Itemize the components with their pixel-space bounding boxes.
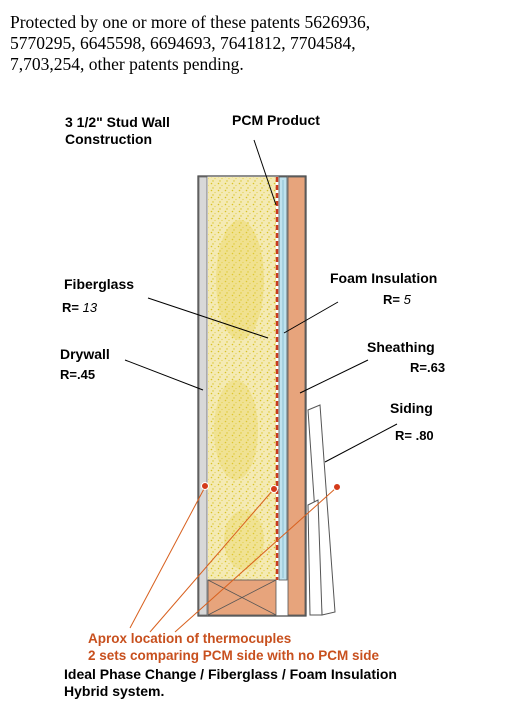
r-value-foam-val: 5 [403, 292, 411, 307]
patent-line-2: 5770295, 6645598, 6694693, 7641812, 7704… [10, 33, 356, 53]
patent-line-3: 7,703,254, other patents pending. [10, 54, 244, 74]
label-drywall: Drywall [60, 346, 110, 362]
r-value-siding-text: R= .80 [395, 428, 434, 443]
r-value-fiberglass-key: R= [62, 300, 79, 315]
thermocouple-point [270, 485, 278, 493]
r-value-drywall-text: R=.45 [60, 367, 96, 382]
label-stud-wall: 3 1/2" Stud Wall Construction [65, 114, 170, 148]
siding-board [307, 499, 323, 616]
r-value-sheathing-text: R=.63 [410, 360, 446, 375]
drywall-layer [198, 176, 208, 616]
label-stud-wall-line1: 3 1/2" Stud Wall [65, 114, 170, 130]
fiberglass-highlight [224, 510, 264, 570]
r-value-fiberglass: R= 13 [62, 300, 97, 315]
thermocouple-point [333, 483, 341, 491]
leader-foam [283, 301, 339, 334]
label-stud-wall-line2: Construction [65, 131, 153, 147]
fiberglass-highlight [216, 220, 264, 340]
r-value-foam-key: R= [383, 292, 400, 307]
label-sheathing: Sheathing [367, 339, 435, 355]
r-value-sheathing: R=.63 [410, 360, 445, 375]
leader-sheathing [299, 359, 369, 394]
r-value-drywall: R=.45 [60, 367, 95, 382]
thermocouple-leader [129, 486, 206, 629]
fiberglass-highlight [214, 380, 258, 480]
leader-fiberglass [147, 297, 269, 339]
bottom-plate-cross [207, 579, 277, 616]
leader-pcm [253, 139, 277, 206]
label-foam-insulation: Foam Insulation [330, 270, 438, 286]
leader-drywall [124, 359, 204, 391]
leader-siding [324, 423, 398, 463]
patent-line-1: Protected by one or more of these patent… [10, 12, 371, 32]
r-value-siding: R= .80 [395, 428, 434, 443]
caption-line2: Hybrid system. [64, 683, 165, 699]
thermocouple-leader [149, 489, 274, 633]
wall-frame [197, 175, 307, 617]
diagram-caption: Ideal Phase Change / Fiberglass / Foam I… [64, 666, 397, 700]
fiberglass-speckle [208, 177, 276, 580]
sheathing-layer [287, 176, 306, 616]
label-fiberglass: Fiberglass [64, 276, 135, 292]
r-value-foam: R= 5 [383, 292, 411, 307]
thermocouple-note: Aprox location of thermocuples 2 sets co… [88, 630, 379, 664]
thermocouple-note-line1: Aprox location of thermocuples [88, 631, 292, 646]
caption-line1: Ideal Phase Change / Fiberglass / Foam I… [64, 666, 397, 682]
label-siding: Siding [390, 400, 433, 416]
label-pcm-product: PCM Product [232, 112, 320, 128]
thermocouple-note-line2: 2 sets comparing PCM side with no PCM si… [88, 648, 380, 663]
patent-notice: Protected by one or more of these patent… [10, 12, 500, 75]
r-value-fiberglass-val: 13 [82, 300, 98, 315]
thermocouple-point [201, 482, 209, 490]
thermocouple-leader [174, 487, 337, 633]
